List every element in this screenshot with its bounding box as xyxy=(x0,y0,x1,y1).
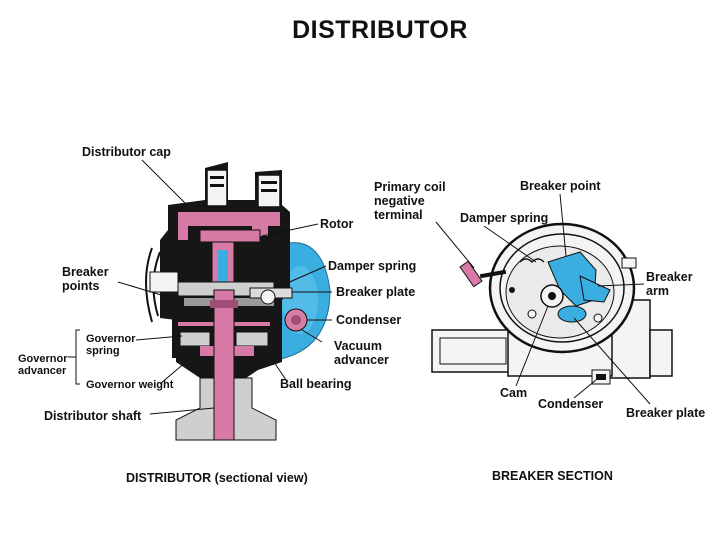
label-breaker-points-2: points xyxy=(62,279,100,293)
distributor-sectional-view xyxy=(145,162,331,441)
label-distributor-shaft: Distributor shaft xyxy=(44,409,142,423)
label-ball-bearing: Ball bearing xyxy=(280,377,352,391)
label-governor-advancer-2: advancer xyxy=(18,365,67,377)
page-title: DISTRIBUTOR xyxy=(292,16,468,44)
distributor-shaft xyxy=(213,289,235,441)
rotor xyxy=(199,229,261,243)
label-governor-spring-2: spring xyxy=(86,345,120,357)
label-primary-coil-3: terminal xyxy=(374,208,423,222)
caption-sectional-view: DISTRIBUTOR (sectional view) xyxy=(126,471,308,485)
label-primary-coil-1: Primary coil xyxy=(374,180,446,194)
label-distributor-cap: Distributor cap xyxy=(82,145,171,159)
label-condenser-left: Condenser xyxy=(336,313,401,327)
caption-breaker-section: BREAKER SECTION xyxy=(492,469,613,483)
breaker-section-view xyxy=(431,222,673,385)
left-leader-lines xyxy=(68,159,332,415)
label-breaker-point: Breaker point xyxy=(520,179,601,193)
label-breaker-arm-1: Breaker xyxy=(646,270,693,284)
label-breaker-arm-2: arm xyxy=(646,284,669,298)
label-vacuum-advancer-1: Vacuum xyxy=(334,339,382,353)
label-damper-spring-right: Damper spring xyxy=(460,211,548,225)
label-governor-spring-1: Governor xyxy=(86,333,136,345)
label-primary-coil-2: negative xyxy=(374,194,425,208)
label-breaker-plate-right: Breaker plate xyxy=(626,406,705,420)
label-breaker-plate-left: Breaker plate xyxy=(336,285,415,299)
label-damper-spring-left: Damper spring xyxy=(328,259,416,273)
label-governor-advancer-1: Governor xyxy=(18,353,68,365)
label-cam: Cam xyxy=(500,386,527,400)
label-vacuum-advancer-2: advancer xyxy=(334,353,389,367)
label-governor-weight: Governor weight xyxy=(86,379,174,391)
label-rotor: Rotor xyxy=(320,217,353,231)
label-breaker-points-1: Breaker xyxy=(62,265,109,279)
label-condenser-right: Condenser xyxy=(538,397,603,411)
right-leader-lines xyxy=(435,193,651,405)
